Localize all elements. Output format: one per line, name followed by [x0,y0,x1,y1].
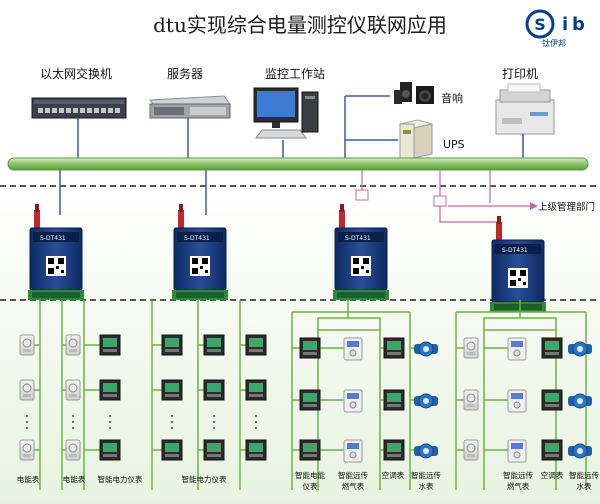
company-logo: S i b 钛伊邦 [525,9,585,48]
svg-text:S-DT431: S-DT431 [40,235,66,242]
diagram-title: dtu实现综合电量测控仪联网应用 [153,13,447,37]
ups-icon [399,119,433,159]
svg-text:智能电能: 智能电能 [295,470,325,480]
svg-text:水表: 水表 [577,481,592,491]
svg-text:智能远传: 智能远传 [569,470,599,480]
printer-label: 打印机 [502,67,538,81]
svg-text:b: b [572,14,585,35]
svg-text:S-DT431: S-DT431 [184,235,210,242]
svg-text:智能远传: 智能远传 [503,470,533,480]
svg-text:S-DT431: S-DT431 [345,235,371,242]
workstation-label: 监控工作站 [265,67,325,81]
ethernet-switch-icon [31,97,127,119]
workstation-icon [253,87,319,139]
server-icon [149,95,231,119]
bus-links [77,95,524,160]
svg-text:S-DT431: S-DT431 [502,247,528,254]
svg-text:空调表: 空调表 [541,470,564,480]
svg-text:燃气表: 燃气表 [507,481,530,491]
ups-label: UPS [443,138,465,151]
svg-text:燃气表: 燃气表 [342,481,365,491]
svg-text:电能表: 电能表 [63,474,86,484]
switch-label: 以太网交换机 [40,66,112,81]
svg-text:智能电力仪表: 智能电力仪表 [182,474,227,484]
printer-icon [495,83,555,135]
ellipsis-dots [26,415,257,429]
speaker-label: 音响 [441,91,463,105]
svg-text:智能远传: 智能远传 [411,470,441,480]
upper-dept-label: 上级管理部门 [538,201,595,213]
svg-text:i: i [562,14,568,35]
svg-text:智能远传: 智能远传 [338,470,368,480]
svg-text:钛伊邦: 钛伊邦 [542,38,566,48]
svg-text:智能电力仪表: 智能电力仪表 [98,474,143,484]
svg-text:电能表: 电能表 [17,474,40,484]
svg-text:S: S [534,15,546,34]
svg-text:空调表: 空调表 [382,470,405,480]
speaker-icon [394,82,434,104]
svg-text:水表: 水表 [419,481,434,491]
server-label: 服务器 [167,66,203,81]
svg-text:仪表: 仪表 [303,481,318,491]
network-bus [7,157,589,171]
meter-group-2 [161,334,267,461]
